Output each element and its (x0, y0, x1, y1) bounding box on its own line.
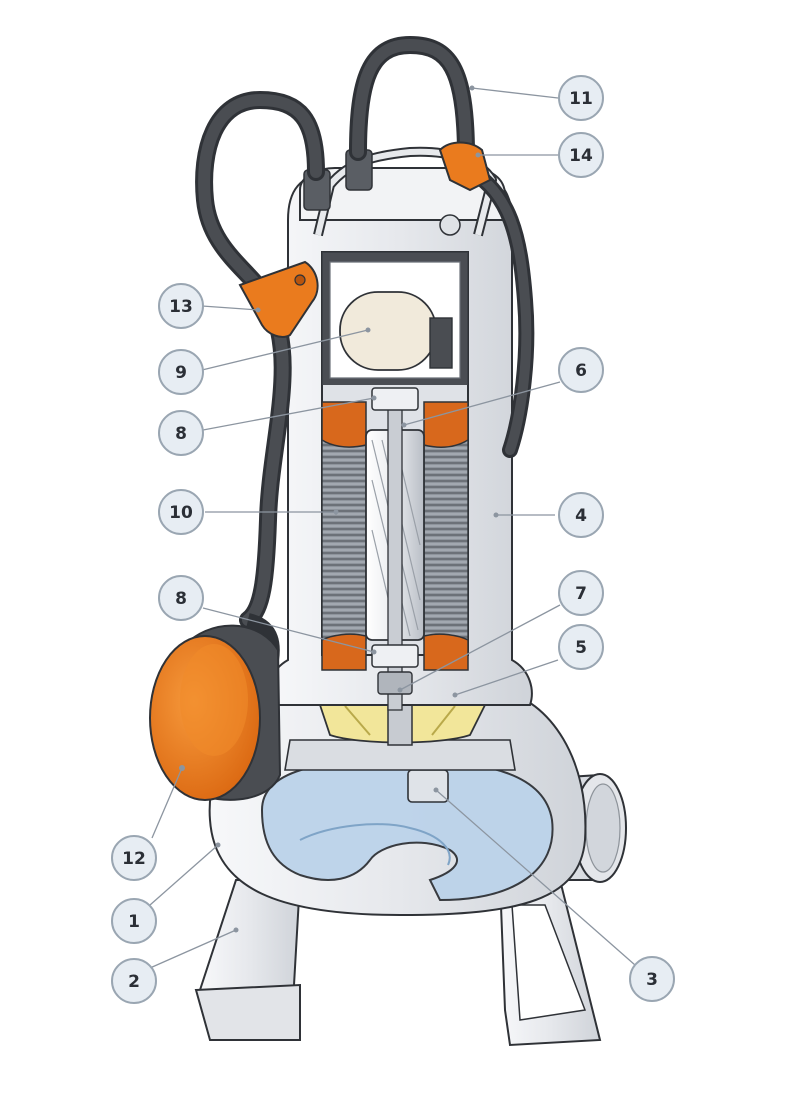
lower-bearing (371, 644, 419, 668)
pump-base-feet (194, 879, 602, 1047)
leader-2 (149, 929, 237, 969)
pump-casing (208, 689, 587, 917)
float-switch (149, 613, 282, 801)
leader-6 (403, 381, 561, 426)
stator-right (423, 439, 469, 641)
leader-13 (201, 305, 259, 311)
callout-label-10: 10 (169, 503, 193, 523)
callout-9: 9 (158, 349, 204, 395)
callout-label-7: 7 (575, 584, 587, 604)
callout-5: 5 (558, 624, 604, 670)
callout-3: 3 (629, 956, 675, 1002)
winding-bottom-right (423, 633, 469, 671)
callout-label-5: 5 (575, 638, 587, 658)
power-cables (195, 35, 535, 629)
capacitor (339, 291, 437, 371)
winding-top-left (321, 401, 367, 448)
leader-lines (149, 85, 636, 969)
callout-label-11: 11 (569, 89, 593, 109)
callout-12: 12 (111, 835, 157, 881)
leader-3 (435, 789, 636, 966)
callout-13: 13 (158, 283, 204, 329)
callout-label-6: 6 (575, 361, 587, 381)
callout-14: 14 (558, 132, 604, 178)
winding-bottom-left (321, 633, 367, 671)
callout-label-4: 4 (575, 506, 587, 526)
callout-1: 1 (111, 898, 157, 944)
callout-6: 6 (558, 347, 604, 393)
callout-7: 7 (558, 570, 604, 616)
callout-8-lower: 8 (158, 575, 204, 621)
callout-11: 11 (558, 75, 604, 121)
callout-label-1: 1 (128, 912, 140, 932)
leader-8-lower (202, 607, 375, 653)
callout-10: 10 (158, 489, 204, 535)
callout-label-8-upper: 8 (175, 424, 187, 444)
callout-badges: 1 2 3 4 5 6 7 8 (111, 75, 675, 1004)
leader-12 (151, 767, 183, 839)
leader-11 (471, 87, 559, 99)
winding-top-right (423, 401, 469, 448)
leader-1 (149, 844, 219, 906)
leader-7 (399, 604, 561, 691)
upper-bearing (371, 387, 419, 411)
callout-8-upper: 8 (158, 410, 204, 456)
callout-label-14: 14 (569, 146, 593, 166)
leader-8-upper (202, 397, 375, 431)
callout-label-3: 3 (646, 970, 658, 990)
stator-left (321, 439, 367, 641)
callout-4: 4 (558, 492, 604, 538)
leader-9 (201, 329, 369, 371)
mechanical-seal (377, 671, 413, 695)
callout-label-2: 2 (128, 972, 140, 992)
callout-label-13: 13 (169, 297, 193, 317)
leader-5 (454, 659, 559, 696)
left-foot-plate (194, 983, 301, 1041)
callout-label-8-lower: 8 (175, 589, 187, 609)
callout-label-12: 12 (122, 849, 146, 869)
right-foot-loop (511, 904, 587, 1021)
motor-housing (267, 171, 533, 711)
callout-label-9: 9 (175, 363, 187, 383)
callout-2: 2 (111, 958, 157, 1004)
volute-tongue (407, 769, 449, 803)
